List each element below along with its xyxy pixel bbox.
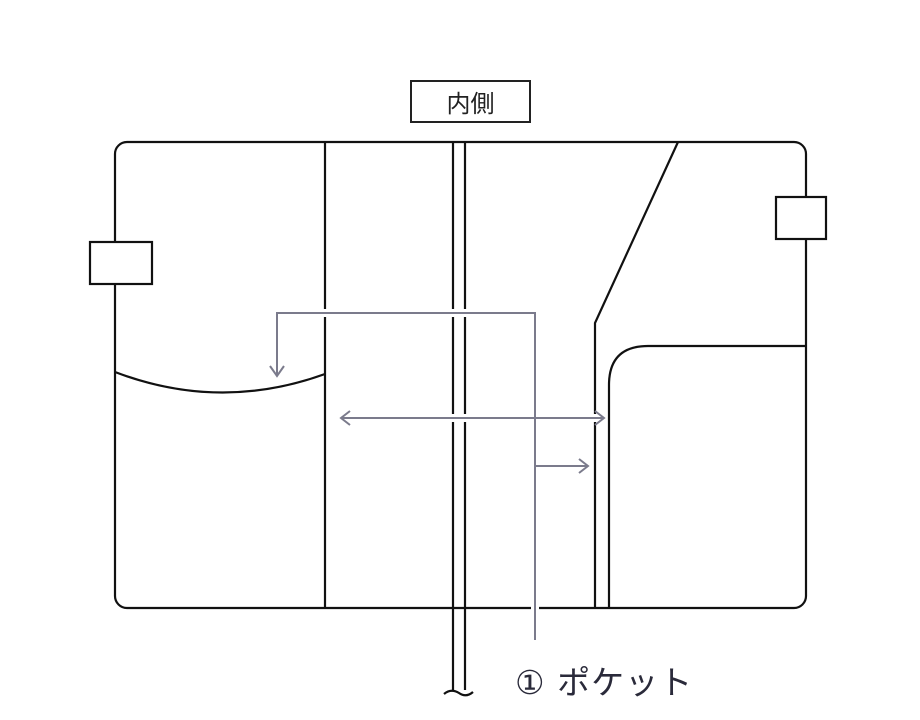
right-diagonal-pocket-edge [593,141,679,608]
right-tab [774,195,828,241]
arrowhead-right-branch [578,458,590,474]
callout-label: ポケット [557,663,694,702]
right-card-pocket-edge [607,344,806,608]
callout-number: ① [515,663,546,702]
arrowhead-left [339,410,351,426]
left-tab [88,240,154,286]
arrowhead-right [594,410,606,426]
left-pocket-edge [114,370,326,394]
arrowhead-down [269,365,285,378]
pocket-callout: ① ポケット [515,656,693,704]
ribbon-wavy-end [443,689,474,697]
inside-label: 内側 [410,80,531,123]
cover-outline [113,140,808,610]
pointer-line [276,312,536,640]
pocket-pointers [269,312,606,640]
